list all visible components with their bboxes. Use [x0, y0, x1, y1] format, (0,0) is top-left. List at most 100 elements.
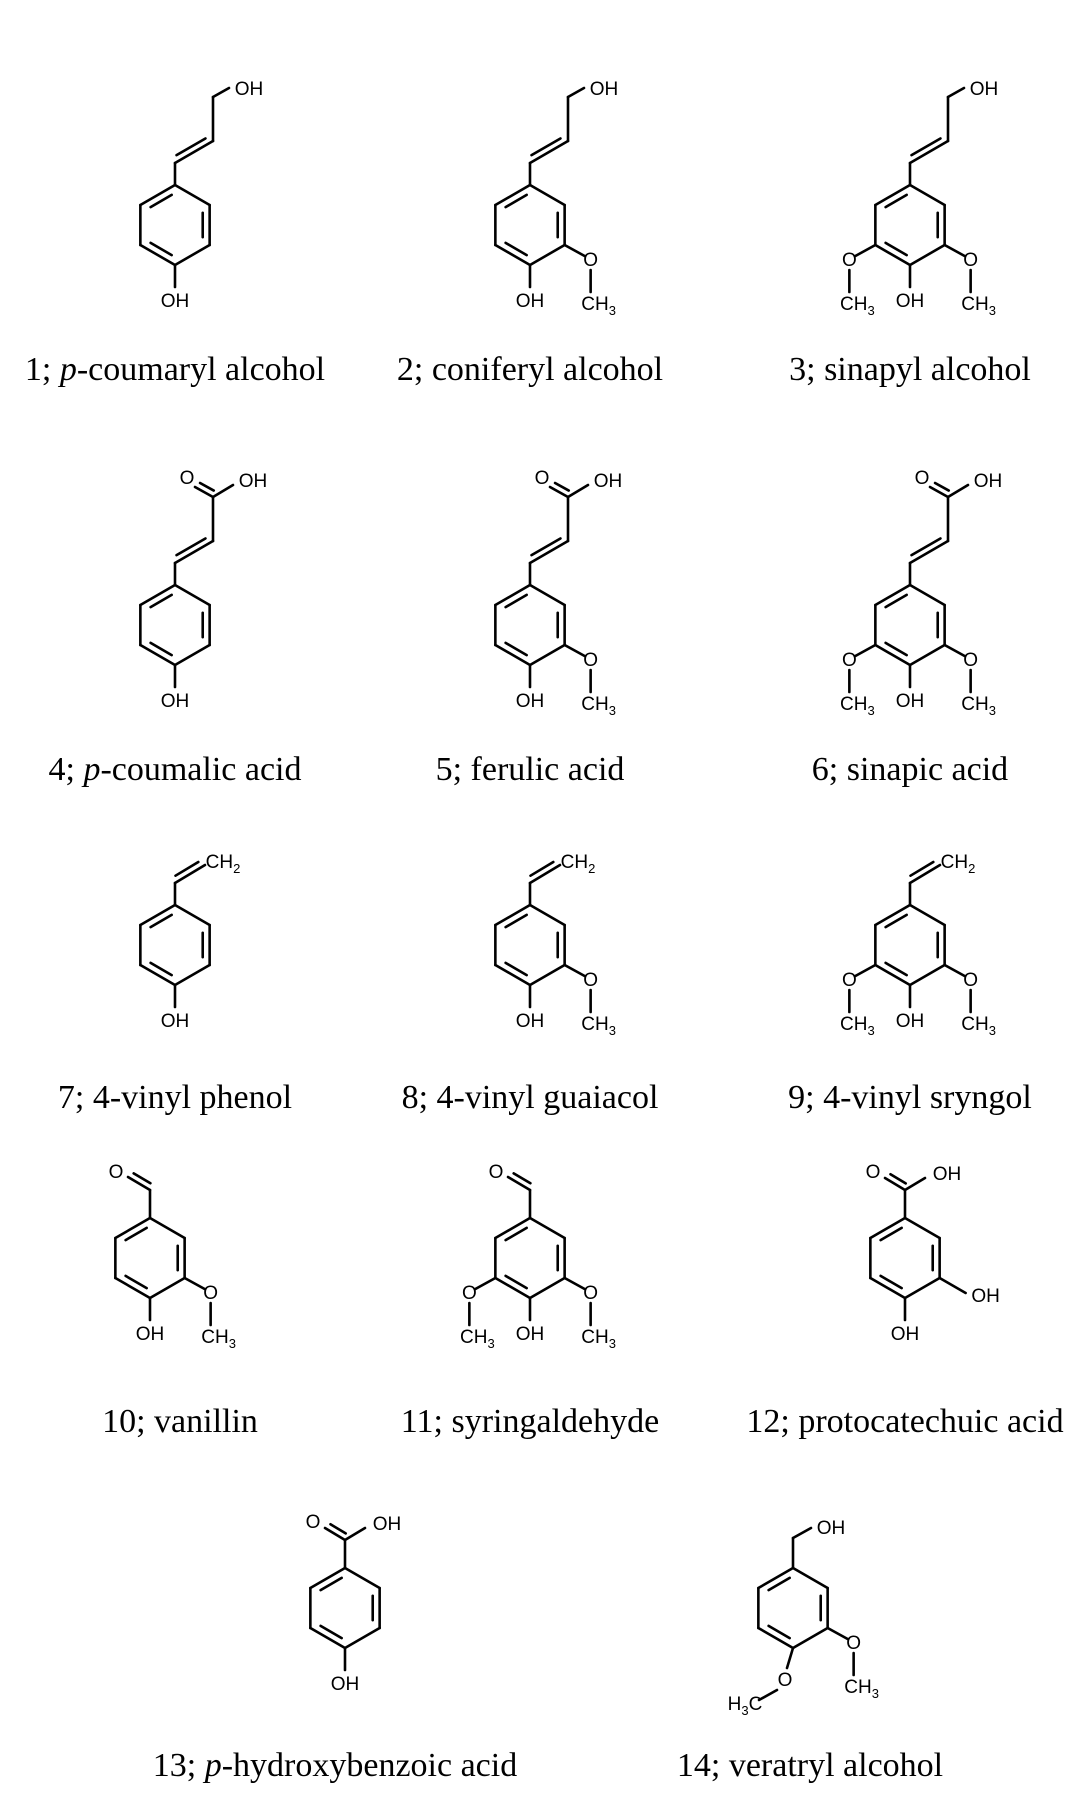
- compound-caption-11: 11; syringaldehyde: [401, 1403, 659, 1440]
- ring-bond: [874, 583, 912, 607]
- carbonyl-oxygen-label: O: [489, 1162, 504, 1183]
- ring-double-bond: [884, 961, 908, 977]
- ring-bond: [173, 643, 211, 667]
- methoxy-bond: [854, 243, 877, 258]
- methoxy-bond: [943, 643, 966, 658]
- caption-name: 4-vinyl phenol: [93, 1079, 292, 1116]
- hydroxyl-label-part: OH: [891, 1324, 920, 1345]
- methoxy-bond: [943, 243, 966, 258]
- methoxy-oxygen-label-part: O: [203, 1283, 218, 1304]
- methoxy-bond: [563, 1276, 586, 1291]
- carbonyl-oxygen-label-part: O: [306, 1512, 321, 1533]
- double-bond: [933, 481, 951, 492]
- ring-double-bond: [767, 1624, 791, 1640]
- hydroxyl-label-part: OH: [516, 691, 545, 712]
- methoxy-oxygen-label-part: O: [583, 1283, 598, 1304]
- methoxy-oxygen-label-part: O: [963, 650, 978, 671]
- methoxy-oxygen-label-part: O: [778, 1670, 793, 1691]
- carbonyl-oxygen-label-part: O: [915, 468, 930, 489]
- compound-caption-1: 1; p-coumaryl alcohol: [25, 351, 325, 388]
- ring-bond: [343, 1626, 381, 1650]
- methoxy-oxygen-label: O: [963, 650, 978, 671]
- methyl-label: CH3: [581, 694, 616, 718]
- methoxy-oxygen-label: O: [583, 970, 598, 991]
- ring-bond: [309, 1566, 347, 1590]
- caption-number: 3;: [789, 351, 824, 388]
- caption-name: 4-vinyl sryngol: [823, 1079, 1032, 1116]
- hydroxyl-label: OH: [516, 1011, 545, 1032]
- methyl-label-part: 3: [609, 703, 616, 718]
- methyl-label-part: CH: [581, 694, 608, 715]
- double-bond: [910, 537, 942, 557]
- methyl-label: CH3: [961, 1014, 996, 1038]
- bond: [946, 86, 966, 99]
- hydroxyl-label: OH: [594, 471, 623, 492]
- hydroxyl-label: OH: [516, 291, 545, 312]
- ring-double-bond: [149, 593, 173, 609]
- compound-caption-8: 8; 4-vinyl guaiacol: [402, 1079, 659, 1116]
- methoxy-oxygen-label: O: [583, 650, 598, 671]
- hydroxyl-label-part: OH: [974, 471, 1003, 492]
- ring-bond: [874, 183, 912, 207]
- ring-bond: [908, 643, 946, 667]
- ring-double-bond: [884, 241, 908, 257]
- ring-bond: [494, 243, 532, 267]
- carbonyl-oxygen-label-part: O: [866, 1162, 881, 1183]
- hydroxyl-label: OH: [136, 1324, 165, 1345]
- hydroxyl-label: OH: [933, 1164, 962, 1185]
- methoxy-oxygen-label: O: [203, 1283, 218, 1304]
- ring-bond: [173, 583, 211, 607]
- ring-bond: [494, 963, 532, 987]
- caption-number: 5;: [436, 751, 471, 788]
- ring-bond: [139, 643, 177, 667]
- methyl-label: CH3: [460, 1327, 495, 1351]
- caption-number: 12;: [746, 1403, 798, 1440]
- methyl-label-part: CH: [961, 294, 988, 315]
- methoxy-oxygen-label: O: [842, 250, 857, 271]
- methoxy-oxygen-label: O: [462, 1283, 477, 1304]
- ring-bond: [173, 243, 211, 267]
- methylene-label-part: CH: [941, 852, 968, 873]
- hydroxyl-label-part: OH: [161, 1011, 190, 1032]
- double-bond: [506, 1175, 532, 1192]
- methoxy-bond: [826, 1626, 849, 1641]
- ring-bond: [494, 583, 532, 607]
- hydroxyl-label-part: OH: [161, 291, 190, 312]
- caption-name: 4-vinyl guaiacol: [437, 1079, 659, 1116]
- hydroxyl-label-part: OH: [373, 1514, 402, 1535]
- methyl-label-part: CH: [840, 694, 867, 715]
- ring-bond: [139, 243, 177, 267]
- methoxy-oxygen-label: O: [842, 650, 857, 671]
- ring-bond: [528, 643, 566, 667]
- hydroxyl-label-part: OH: [896, 291, 925, 312]
- methyl-label-part: 3: [989, 703, 996, 718]
- carbonyl-oxygen-label-part: O: [109, 1162, 124, 1183]
- hydroxyl-label: OH: [817, 1518, 846, 1539]
- caption-number: 9;: [788, 1079, 823, 1116]
- hydroxyl-label-part: OH: [161, 691, 190, 712]
- caption-name: ferulic acid: [471, 751, 625, 788]
- hydroxyl-label: OH: [239, 471, 268, 492]
- double-bond: [329, 1522, 347, 1535]
- hydroxyl-label-part: OH: [817, 1518, 846, 1539]
- methoxy-oxygen-label-part: O: [963, 970, 978, 991]
- methoxy-bond: [474, 1276, 497, 1291]
- double-bond: [909, 860, 935, 877]
- caption-prefix: p: [81, 751, 100, 788]
- carbonyl-oxygen-label: O: [306, 1512, 321, 1533]
- methyl-label: CH3: [844, 1677, 879, 1701]
- methyl-label: CH3: [581, 1014, 616, 1038]
- double-bond: [908, 863, 942, 885]
- methoxy-oxygen-label-part: O: [846, 1633, 861, 1654]
- double-bond: [910, 137, 942, 157]
- double-bond: [553, 481, 571, 492]
- double-bond: [529, 860, 555, 877]
- methyl-label: CH3: [961, 294, 996, 318]
- methylene-label-part: CH: [561, 852, 588, 873]
- ring-double-bond: [149, 241, 173, 257]
- ring-double-bond: [504, 961, 528, 977]
